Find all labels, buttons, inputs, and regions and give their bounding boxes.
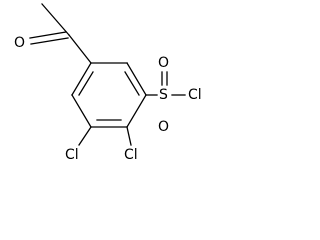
ring-chlorine-bond-left [78,126,92,146]
ring-chlorine-bond-right [126,126,132,146]
sulfonyl-oxygen-label: O [158,55,169,71]
methyl-bond [41,3,70,36]
ring-inner-bond-right [124,71,140,96]
ring-bond-upper-right [126,62,147,96]
sulfur-label: S [159,87,168,103]
sulfonyl-chlorine-label: Cl [188,87,202,103]
sulfonyl-oxygen-label: O [158,119,169,135]
carbonyl-double-bond-b [30,37,69,45]
ring-bond-upper-left [71,62,92,96]
ring-bond-lower-right [126,94,147,128]
acetyl-ring-bond [68,34,92,64]
ring-chlorine-label: Cl [124,147,138,163]
ring-bond-lower-left [71,94,92,128]
carbonyl-double-bond-a [29,31,67,39]
ring-chlorine-label: Cl [65,147,79,163]
carbonyl-oxygen-label: O [14,35,25,51]
ring-inner-bond-left [78,71,94,96]
chemical-structure-diagram: O O S O Cl Cl Cl [14,3,202,163]
